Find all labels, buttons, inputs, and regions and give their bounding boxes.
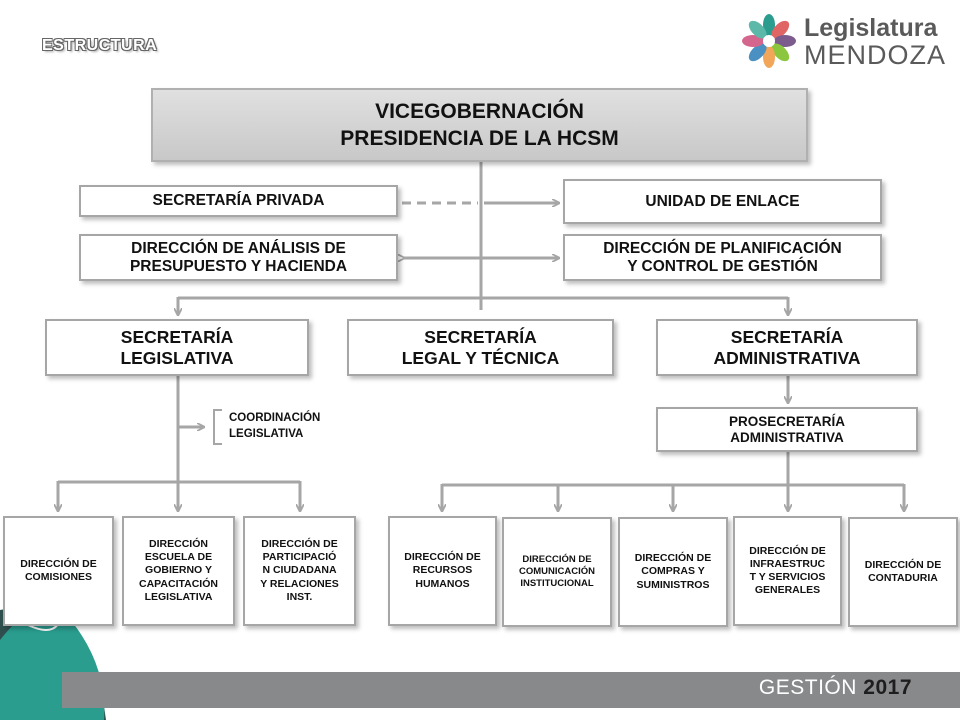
direccion-comisiones-line2: COMISIONES bbox=[24, 571, 93, 583]
direccion-planificacion-line2: Y CONTROL DE GESTIÓN bbox=[627, 257, 818, 275]
coordinacion-line1: COORDINACIÓN bbox=[229, 412, 321, 424]
direccion-participacion-line2: PARTICIPACIÓ bbox=[262, 551, 337, 564]
direccion-contaduria-box: DIRECCIÓN DE CONTADURIA bbox=[848, 517, 958, 627]
secretaria-administrativa-box: SECRETARÍA ADMINISTRATIVA bbox=[656, 319, 918, 376]
direccion-escuela-line1: DIRECCIÓN bbox=[149, 538, 208, 551]
direccion-rrhh-box: DIRECCIÓN DE RECURSOS HUMANOS bbox=[388, 516, 497, 626]
direccion-comisiones-line1: DIRECCIÓN DE bbox=[20, 557, 97, 570]
direccion-participacion-line4: Y RELACIONES bbox=[260, 577, 339, 590]
direccion-infraestructura-box: DIRECCIÓN DE INFRAESTRUC T Y SERVICIOS G… bbox=[733, 516, 842, 626]
secretaria-legal-box: SECRETARÍA LEGAL Y TÉCNICA bbox=[347, 319, 614, 376]
direccion-compras-line2: COMPRAS Y bbox=[641, 565, 705, 578]
direccion-infra-line3: T Y SERVICIOS bbox=[749, 571, 826, 583]
direccion-infra-line4: GENERALES bbox=[754, 584, 821, 597]
direccion-compras-box: DIRECCIÓN DE COMPRAS Y SUMINISTROS bbox=[618, 517, 728, 627]
direccion-escuela-line3: GOBIERNO Y bbox=[145, 564, 212, 577]
direccion-escuela-box: DIRECCIÓN ESCUELA DE GOBIERNO Y CAPACITA… bbox=[122, 516, 235, 626]
direccion-rrhh-line2: RECURSOS bbox=[412, 564, 473, 577]
direccion-rrhh-line1: DIRECCIÓN DE bbox=[404, 551, 481, 564]
unidad-enlace-box: UNIDAD DE ENLACE bbox=[563, 179, 882, 224]
prosecretaria-line2: ADMINISTRATIVA bbox=[730, 429, 844, 445]
footer-year: 2017 bbox=[863, 676, 912, 699]
footer-gestion: GESTIÓN 2017 bbox=[759, 676, 912, 700]
secretaria-legislativa-line2: LEGISLATIVA bbox=[120, 347, 234, 368]
direccion-escuela-line5: LEGISLATIVA bbox=[144, 590, 213, 603]
direccion-comisiones-box: DIRECCIÓN DE COMISIONES bbox=[3, 516, 114, 626]
direccion-compras-line1: DIRECCIÓN DE bbox=[634, 552, 712, 565]
secretaria-administrativa-line2: ADMINISTRATIVA bbox=[713, 347, 861, 368]
legislatura-logo[interactable] bbox=[736, 10, 802, 72]
prosecretaria-line1: PROSECRETARÍA bbox=[728, 413, 845, 429]
direccion-analisis-line1: DIRECCIÓN DE ANÁLISIS DE bbox=[131, 239, 346, 257]
direccion-participacion-line5: INST. bbox=[286, 590, 313, 603]
direccion-participacion-line1: DIRECCIÓN DE bbox=[261, 538, 338, 551]
direccion-planificacion-line1: DIRECCIÓN DE PLANIFICACIÓN bbox=[603, 239, 842, 257]
coordinacion-line2: LEGISLATIVA bbox=[229, 427, 304, 440]
direccion-comunicacion-line1: DIRECCIÓN DE bbox=[522, 554, 592, 566]
direccion-escuela-line4: CAPACITACIÓN bbox=[139, 577, 218, 590]
direccion-comunicacion-box: DIRECCIÓN DE COMUNICACIÓN INSTITUCIONAL bbox=[502, 517, 612, 627]
vicegobernacion-line2: PRESIDENCIA DE LA HCSM bbox=[340, 127, 619, 150]
footer-label: GESTIÓN bbox=[758, 676, 857, 699]
direccion-comunicacion-line3: INSTITUCIONAL bbox=[520, 577, 594, 589]
logo-text-legislatura: Legislatura bbox=[804, 14, 938, 42]
vicegobernacion-line1: VICEGOBERNACIÓN bbox=[375, 99, 584, 123]
direccion-comunicacion-line2: COMUNICACIÓN bbox=[519, 566, 595, 578]
secretaria-legislativa-line1: SECRETARÍA bbox=[120, 327, 234, 348]
unidad-enlace-label: UNIDAD DE ENLACE bbox=[645, 192, 800, 210]
prosecretaria-administrativa-box: PROSECRETARÍA ADMINISTRATIVA bbox=[656, 407, 918, 452]
direccion-rrhh-line3: HUMANOS bbox=[415, 577, 470, 590]
footer-bar bbox=[62, 672, 960, 708]
vicegobernacion-box: VICEGOBERNACIÓN PRESIDENCIA DE LA HCSM bbox=[151, 88, 808, 162]
direccion-infra-line2: INFRAESTRUC bbox=[749, 557, 826, 570]
secretaria-legal-line1: SECRETARÍA bbox=[424, 327, 537, 348]
direccion-compras-line3: SUMINISTROS bbox=[636, 578, 710, 591]
secretaria-privada-box: SECRETARÍA PRIVADA bbox=[79, 185, 398, 217]
logo-text-mendoza: MENDOZA bbox=[804, 40, 946, 70]
flower-logo-icon bbox=[742, 14, 796, 68]
direccion-analisis-line2: PRESUPUESTO Y HACIENDA bbox=[129, 257, 348, 275]
secretaria-legislativa-box: SECRETARÍA LEGISLATIVA bbox=[45, 319, 309, 376]
direccion-contaduria-line2: CONTADURIA bbox=[868, 572, 938, 584]
direccion-participacion-box: DIRECCIÓN DE PARTICIPACIÓ N CIUDADANA Y … bbox=[243, 516, 356, 626]
page-title: ESTRUCTURA bbox=[42, 37, 158, 54]
direccion-planificacion-box: DIRECCIÓN DE PLANIFICACIÓN Y CONTROL DE … bbox=[563, 234, 882, 281]
direccion-infra-line1: DIRECCIÓN DE bbox=[749, 544, 826, 557]
secretaria-privada-label: SECRETARÍA PRIVADA bbox=[152, 192, 325, 210]
secretaria-administrativa-line1: SECRETARÍA bbox=[730, 327, 844, 348]
coordinacion-legislativa-label: COORDINACIÓN LEGISLATIVA bbox=[229, 411, 320, 442]
direccion-analisis-box: DIRECCIÓN DE ANÁLISIS DE PRESUPUESTO Y H… bbox=[79, 234, 398, 281]
secretaria-legal-line2: LEGAL Y TÉCNICA bbox=[401, 347, 560, 368]
direccion-escuela-line2: ESCUELA DE bbox=[144, 551, 213, 564]
direccion-participacion-line3: N CIUDADANA bbox=[262, 564, 337, 577]
direccion-contaduria-line1: DIRECCIÓN DE bbox=[864, 558, 942, 571]
